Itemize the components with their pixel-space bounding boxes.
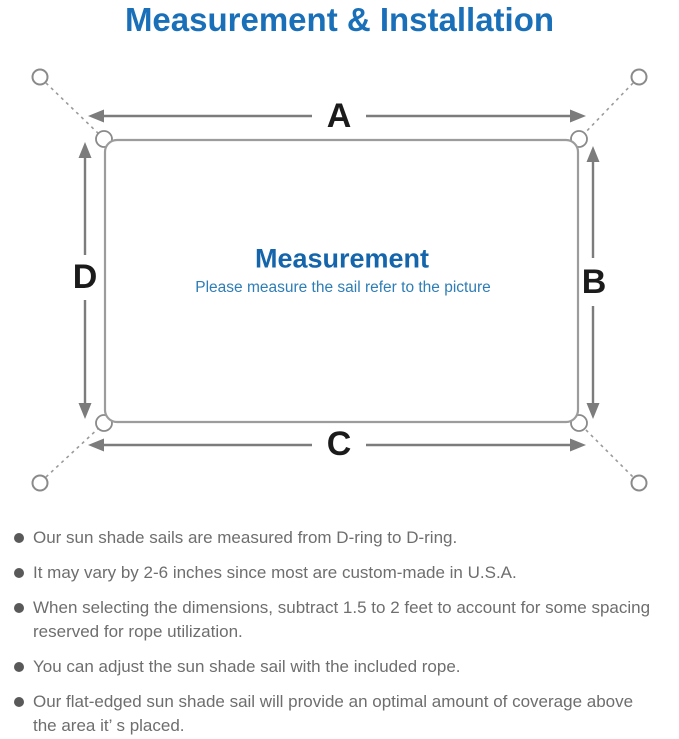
- diagram-center-subtitle: Please measure the sail refer to the pic…: [195, 279, 491, 296]
- rope-dashed-line-top-left: [45, 82, 103, 138]
- anchor-point-circle-top-left: [31, 68, 49, 86]
- anchor-point-circle-top-right: [630, 68, 648, 86]
- dimension-arrow-d: [78, 142, 92, 419]
- dimension-label-c: C: [326, 425, 352, 463]
- dimension-label-a: A: [326, 97, 352, 135]
- bullet-dot-icon: [14, 568, 24, 578]
- note-text: You can adjust the sun shade sail with t…: [33, 657, 461, 676]
- dimension-arrow-a: [88, 109, 586, 123]
- dimension-label-b: B: [581, 263, 607, 301]
- anchor-point-circle-bottom-right: [630, 474, 648, 492]
- list-item: It may vary by 2-6 inches since most are…: [13, 561, 673, 585]
- rope-dashed-line-bottom-left: [45, 424, 103, 478]
- list-item: You can adjust the sun shade sail with t…: [13, 655, 673, 679]
- dimension-arrow-c: [88, 438, 586, 452]
- diagram-center-title: Measurement: [254, 243, 430, 274]
- page-title: Measurement & Installation: [124, 1, 555, 38]
- bullet-dot-icon: [14, 603, 24, 613]
- bullet-dot-icon: [14, 697, 24, 707]
- list-item: Our flat-edged sun shade sail will provi…: [13, 690, 673, 738]
- anchor-point-circle-bottom-left: [31, 474, 49, 492]
- rope-dashed-line-top-right: [580, 82, 634, 138]
- note-text: When selecting the dimensions, subtract …: [33, 598, 651, 641]
- dimension-label-d: D: [72, 258, 98, 296]
- note-text: Our flat-edged sun shade sail will provi…: [33, 692, 634, 735]
- note-text: It may vary by 2-6 inches since most are…: [33, 563, 517, 582]
- dimension-arrow-b: [586, 146, 600, 419]
- notes-list: Our sun shade sails are measured from D-…: [13, 526, 673, 739]
- sail-outline: [103, 138, 580, 424]
- rope-dashed-line-bottom-right: [580, 424, 634, 478]
- list-item: Our sun shade sails are measured from D-…: [13, 526, 673, 550]
- bullet-dot-icon: [14, 662, 24, 672]
- note-text: Our sun shade sails are measured from D-…: [33, 528, 458, 547]
- list-item: When selecting the dimensions, subtract …: [13, 596, 673, 644]
- bullet-dot-icon: [14, 533, 24, 543]
